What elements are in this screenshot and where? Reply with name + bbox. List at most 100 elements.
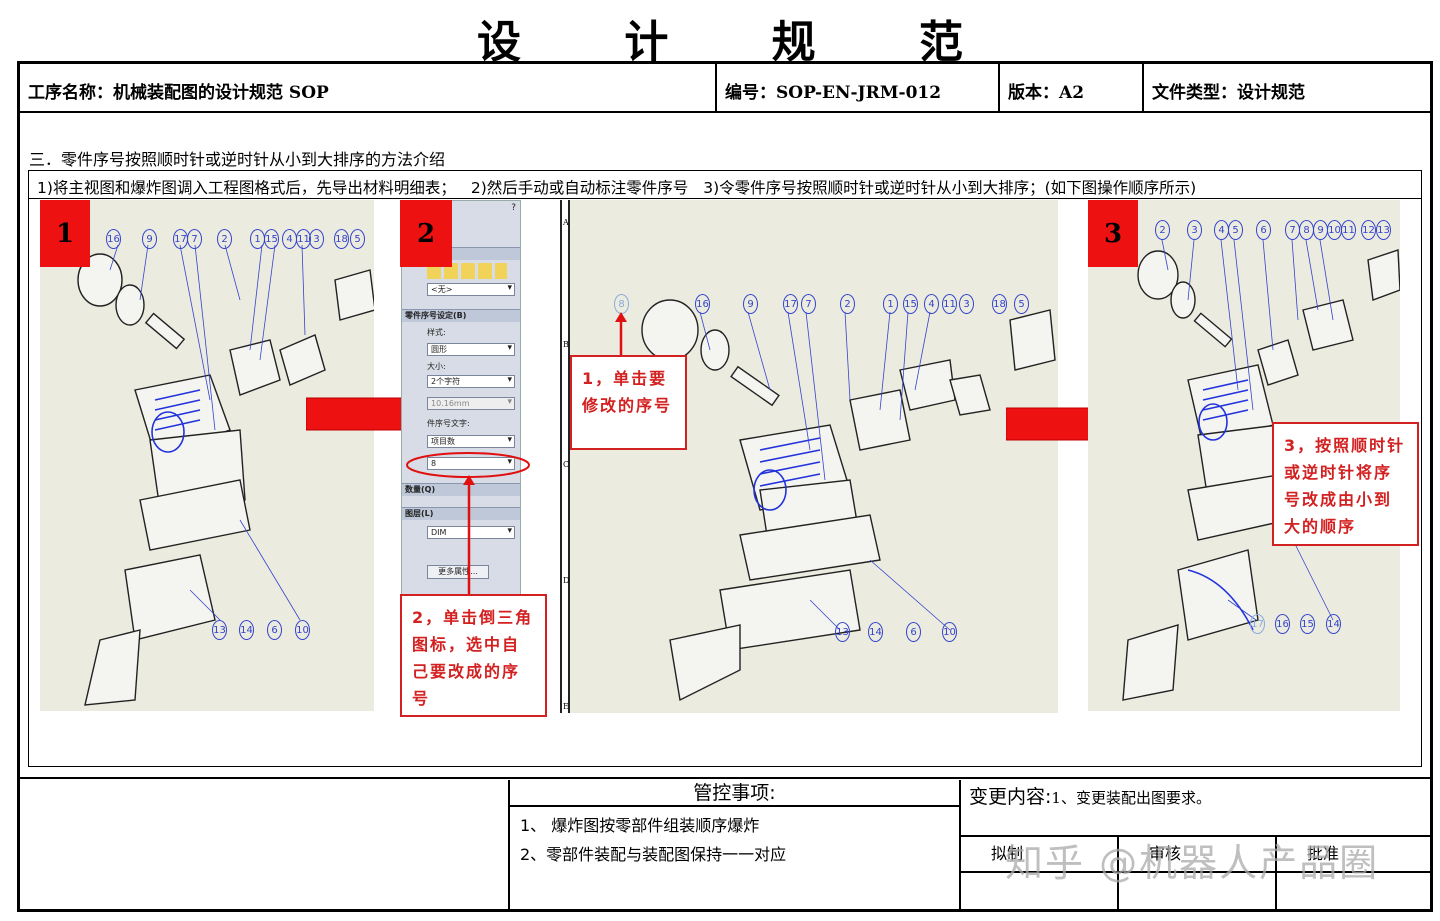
- layer-select[interactable]: DIM: [427, 526, 515, 539]
- help-icon[interactable]: ?: [511, 203, 516, 213]
- layer-group[interactable]: 图层(L): [402, 507, 520, 520]
- sign-draft-blank: [961, 873, 1119, 910]
- control-title: 管控事项:: [510, 780, 959, 807]
- step-badge-3: 3: [1088, 200, 1138, 267]
- balloon: 15: [1300, 614, 1315, 634]
- balloon: 9: [1313, 220, 1328, 240]
- balloon: 17: [1250, 614, 1265, 634]
- balloon: 5: [1014, 294, 1029, 314]
- style-select[interactable]: 圆形: [427, 343, 515, 356]
- balloon-property-dialog: ? <无> 零件序号设定(B) 样式: 圆形 大小: 2个字符 10.16mm …: [401, 200, 521, 605]
- balloon: 4: [1214, 220, 1229, 240]
- balloon: 6: [267, 620, 282, 640]
- sign-row: 拟制 审核 批准: [961, 837, 1433, 873]
- callout-2: 2，单击倒三角图标，选中自己要改成的序号: [400, 594, 547, 717]
- balloon: 16: [695, 294, 710, 314]
- balloon: 9: [142, 229, 157, 249]
- document-title: 设 计 规 范: [477, 17, 1007, 68]
- version: 版本：A2: [1000, 64, 1144, 111]
- balloon: 3: [1187, 220, 1202, 240]
- figure-3-drawing: [1122, 239, 1400, 701]
- sign-row-blank: [961, 873, 1433, 910]
- balloon: 4: [282, 229, 297, 249]
- step-1: 1)将主视图和爆炸图调入工程图格式后，先导出材料明细表；: [37, 179, 456, 197]
- balloon: 1: [250, 229, 265, 249]
- balloon: 10: [295, 620, 310, 640]
- sign-review: 审核: [1119, 837, 1277, 871]
- ruler-letter: B: [563, 340, 569, 349]
- balloon: 7: [801, 294, 816, 314]
- balloon: 11: [1341, 220, 1356, 240]
- sign-approve: 批准: [1307, 844, 1340, 863]
- change-value: 1、变更装配出图要求。: [1051, 789, 1211, 807]
- bottom-left-blank: [20, 780, 508, 912]
- balloon: 3: [309, 229, 324, 249]
- selected-balloon[interactable]: 8: [614, 294, 629, 314]
- control-item: 1、 爆炸图按零部件组装顺序爆炸: [520, 816, 760, 835]
- process-name: 工序名称：机械装配图的设计规范 SOP: [20, 64, 717, 111]
- figure-2-panel: A B C D E: [548, 200, 1058, 713]
- item-number-select[interactable]: 8: [427, 457, 515, 470]
- change-content: 变更内容:1、变更装配出图要求。: [961, 780, 1433, 837]
- balloon: 2: [840, 294, 855, 314]
- ruler-letter: A: [563, 218, 569, 227]
- balloon: 5: [1228, 220, 1243, 240]
- balloon: 16: [1275, 614, 1290, 634]
- balloon: 18: [992, 294, 1007, 314]
- section-heading: 三．零件序号按照顺时针或逆时针从小到大排序的方法介绍: [29, 150, 446, 169]
- callout-3: 3，按照顺时针或逆时针将序号改成由小到大的顺序: [1272, 422, 1419, 546]
- figure-1-panel: [40, 200, 374, 711]
- balloon: 11: [942, 294, 957, 314]
- steps-box: 1)将主视图和爆炸图调入工程图格式后，先导出材料明细表； 2)然后手动或自动标注…: [28, 170, 1422, 767]
- ruler-letter: D: [563, 576, 570, 585]
- doc-number: 编号：SOP-EN-JRM-012: [717, 64, 1000, 111]
- watermark: 知乎 @机器人产品圈: [1005, 841, 1380, 885]
- ruler-letter: E: [563, 702, 569, 711]
- balloon: 17: [173, 229, 188, 249]
- ruler-letter: C: [563, 460, 570, 469]
- balloon: 4: [924, 294, 939, 314]
- change-label: 变更内容:: [969, 786, 1052, 808]
- sign-draft: 拟制: [961, 837, 1119, 871]
- balloon: 14: [239, 620, 254, 640]
- figure-2-drawing: [641, 299, 1056, 702]
- more-properties-button[interactable]: 更多属性...: [427, 565, 489, 579]
- balloon: 13: [1376, 220, 1391, 240]
- arrow-up-icon: [463, 475, 475, 600]
- balloon: 13: [212, 620, 227, 640]
- balloon: 9: [743, 294, 758, 314]
- balloon: 14: [1326, 614, 1341, 634]
- figure-1-drawing: [77, 244, 374, 706]
- size-mm-field[interactable]: 10.16mm: [427, 397, 515, 410]
- balloon: 2: [1155, 220, 1170, 240]
- balloon-text-label: 件序号文字:: [427, 419, 470, 428]
- step-badge-1: 1: [40, 200, 90, 267]
- step-badge-2: 2: [400, 200, 452, 267]
- toolbar-icons[interactable]: [427, 263, 507, 279]
- steps-divider: [29, 198, 1421, 199]
- arrow-up-icon: [615, 312, 627, 355]
- document-frame: 工序名称：机械装配图的设计规范 SOP 编号：SOP-EN-JRM-012 版本…: [17, 61, 1433, 912]
- balloon: 10: [942, 622, 957, 642]
- balloon: 3: [959, 294, 974, 314]
- header-row: 工序名称：机械装配图的设计规范 SOP 编号：SOP-EN-JRM-012 版本…: [20, 64, 1430, 113]
- sign-review-blank: [1119, 873, 1277, 910]
- balloon: 10: [1327, 220, 1342, 240]
- bottom-divider: [20, 777, 1430, 779]
- size-label: 大小:: [427, 362, 446, 371]
- balloon-text-select[interactable]: 项目数: [427, 435, 515, 448]
- quantity-group[interactable]: 数量(Q): [402, 483, 520, 496]
- control-box: 管控事项: 1、 爆炸图按零部件组装顺序爆炸 2、零部件装配与装配图保持一一对应: [508, 780, 961, 912]
- balloon: 6: [906, 622, 921, 642]
- balloon: 13: [835, 622, 850, 642]
- balloon: 16: [106, 229, 121, 249]
- size-select[interactable]: 2个字符: [427, 375, 515, 388]
- control-item: 2、零部件装配与装配图保持一一对应: [520, 845, 787, 864]
- drawing-ruler: A B C D E: [548, 200, 570, 713]
- none-select[interactable]: <无>: [427, 283, 515, 296]
- callout-1: 1，单击要修改的序号: [570, 355, 687, 450]
- steps-text: 1)将主视图和爆炸图调入工程图格式后，先导出材料明细表； 2)然后手动或自动标注…: [37, 176, 1206, 198]
- balloon-settings-group[interactable]: 零件序号设定(B): [402, 309, 520, 322]
- balloon: 7: [1285, 220, 1300, 240]
- balloon: 1: [883, 294, 898, 314]
